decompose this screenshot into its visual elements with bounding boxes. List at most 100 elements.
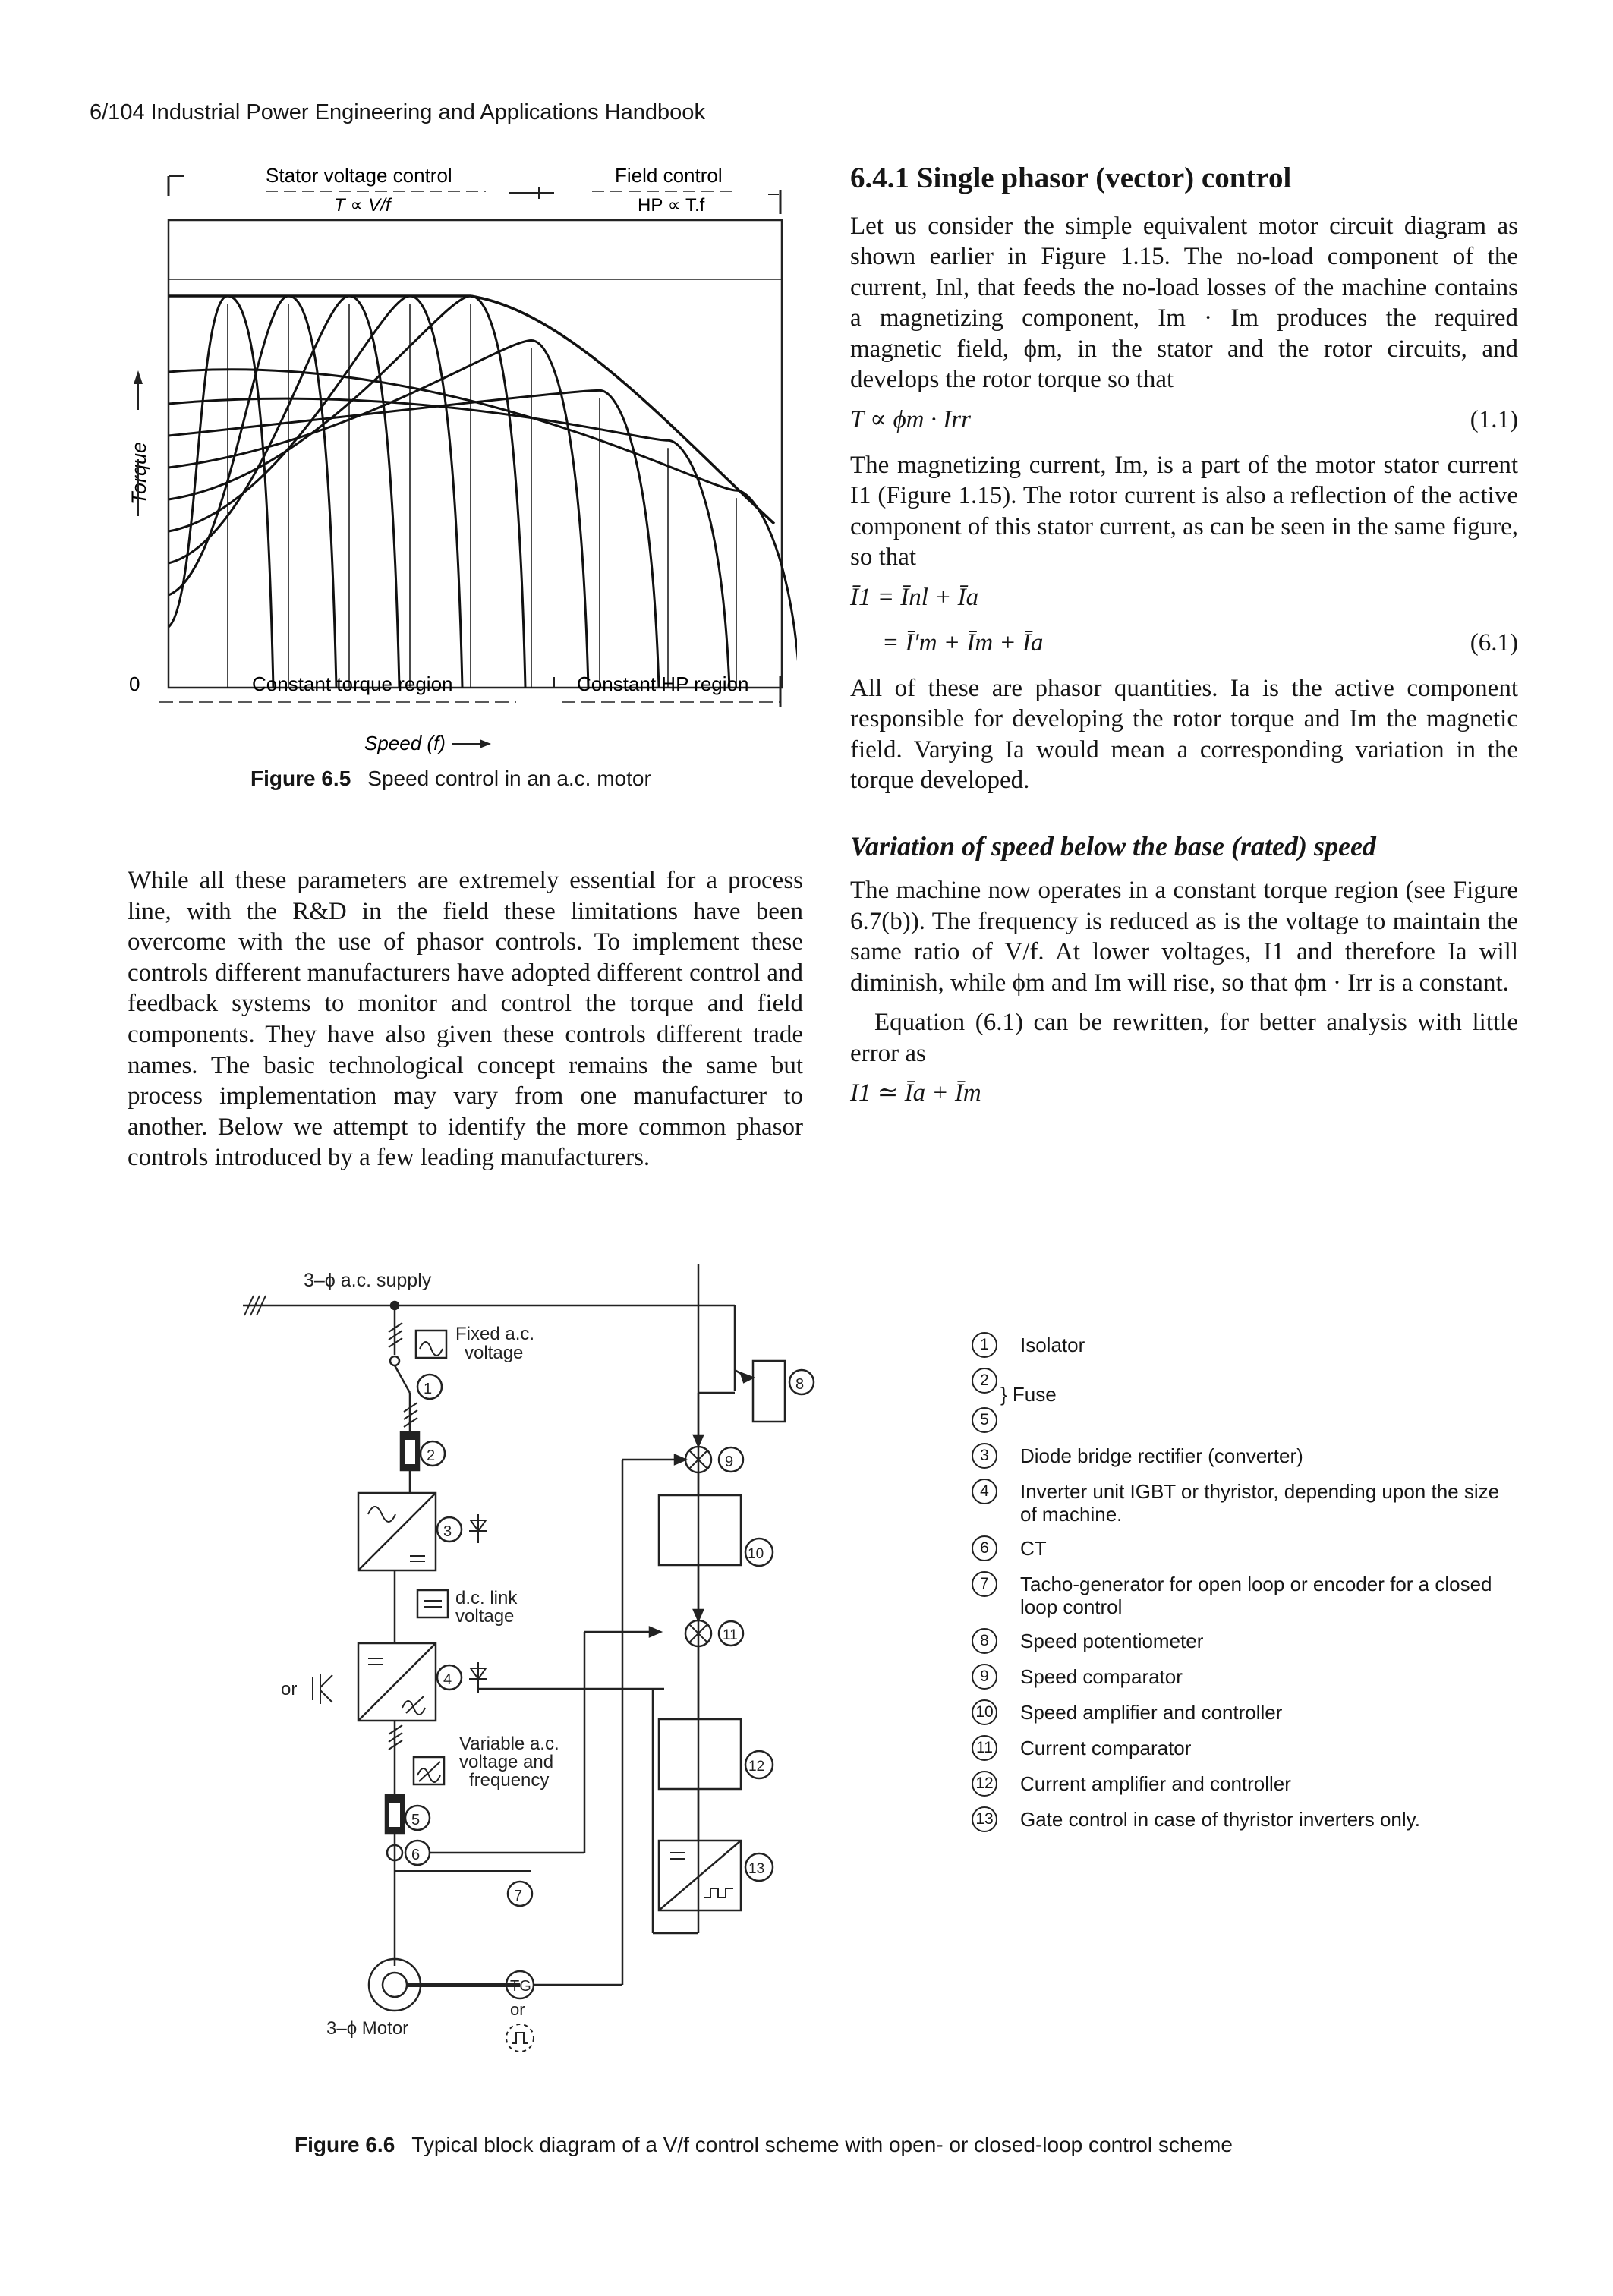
legend-text: Current comparator <box>1020 1737 1192 1759</box>
legend-item-5: 5 <box>972 1407 1518 1433</box>
legend-number: 7 <box>972 1571 997 1597</box>
fixed-ac-label: Fixed a.c. <box>455 1324 534 1344</box>
legend-number: 12 <box>972 1771 997 1797</box>
svg-text:8: 8 <box>795 1376 804 1393</box>
legend-number: 2 <box>972 1368 997 1394</box>
equation-6-1-b-body: = Ī′m + Īm + Īa <box>882 628 1044 657</box>
svg-text:4: 4 <box>443 1671 452 1688</box>
legend-text: Speed comparator <box>1020 1665 1183 1688</box>
legend-text: CT <box>1020 1537 1047 1560</box>
variable-ac-label: Variable a.c. <box>459 1734 559 1754</box>
field-control-formula: HP ∝ T.f <box>638 195 705 216</box>
legend-item-10: 10 Speed amplifier and controller <box>972 1699 1518 1725</box>
or-label: or <box>281 1679 297 1699</box>
figure-6-5-torque-speed-chart: Stator voltage control T ∝ V/f Field con… <box>128 164 797 754</box>
legend-item-7: 7 Tacho-generator for open loop or encode… <box>972 1571 1518 1618</box>
subsection-title: Variation of speed below the base (rated… <box>850 830 1376 861</box>
legend-item-12: 12 Current amplifier and controller <box>972 1771 1518 1797</box>
legend-number: 6 <box>972 1535 997 1561</box>
legend-item-2: 2} Fuse <box>972 1368 1518 1406</box>
running-head: 6/104 Industrial Power Engineering and A… <box>90 100 705 124</box>
torque-curve-6 <box>168 339 590 688</box>
equation-6-1-a-body: Ī1 = Īnl + Īa <box>850 583 979 611</box>
equation-3: I1 ≃ Īa + Īm <box>850 1078 1518 1113</box>
equation-1-1-body: T ∝ ϕm · Irr <box>850 405 971 433</box>
fixed-ac-label2: voltage <box>465 1343 523 1363</box>
variable-ac-label2: voltage and <box>459 1752 553 1772</box>
variable-ac-label3: frequency <box>469 1770 549 1791</box>
legend-text: Speed amplifier and controller <box>1020 1701 1283 1724</box>
legend-text: Speed potentiometer <box>1020 1630 1204 1652</box>
constant-hp-label: Constant HP region <box>577 672 748 695</box>
svg-text:9: 9 <box>725 1454 733 1470</box>
legend-text: Tacho-generator for open loop or encoder… <box>1020 1573 1492 1618</box>
left-column: While all these parameters are extremely… <box>128 865 803 1183</box>
field-control-label: Field control <box>615 164 723 187</box>
legend-number: 3 <box>972 1443 997 1469</box>
equation-3-body: I1 ≃ Īa + Īm <box>850 1079 981 1107</box>
legend-number: 9 <box>972 1664 997 1690</box>
legend-text: Current amplifier and controller <box>1020 1772 1291 1795</box>
svg-text:1: 1 <box>424 1381 432 1397</box>
equation-6-1-b: = Ī′m + Īm + Īa (6.1) <box>850 628 1518 663</box>
constant-torque-label: Constant torque region <box>252 672 453 695</box>
legend-item-13: 13 Gate control in case of thyristor inve… <box>972 1806 1518 1832</box>
stator-voltage-label: Stator voltage control <box>266 164 452 187</box>
x-axis-label: Speed (f) <box>364 732 446 754</box>
left-paragraph: While all these parameters are extremely… <box>128 867 803 1172</box>
paragraph-3: All of these are phasor quantities. Ia i… <box>850 674 1518 795</box>
svg-text:2: 2 <box>427 1447 435 1464</box>
equation-1-1: T ∝ ϕm · Irr (1.1) <box>850 405 1518 439</box>
right-column: 6.4.1 Single phasor (vector) control Let… <box>850 162 1518 1123</box>
torque-curve-7 <box>168 389 660 688</box>
svg-text:5: 5 <box>411 1812 420 1828</box>
legend-item-6: 6 CT <box>972 1535 1518 1561</box>
dc-link-label: d.c. link <box>455 1588 518 1608</box>
svg-text:12: 12 <box>748 1759 764 1775</box>
legend-number: 1 <box>972 1332 997 1358</box>
tg-or-label: or <box>510 2000 525 2019</box>
legend-number: 11 <box>972 1735 997 1761</box>
motor-label: 3–ϕ Motor <box>326 2018 408 2039</box>
torque-curve-8 <box>168 397 731 688</box>
svg-text:13: 13 <box>748 1861 764 1877</box>
figure-6-5-text: Speed control in an a.c. motor <box>367 767 651 790</box>
torque-curve-5 <box>168 294 527 688</box>
figure-6-5-caption: Figure 6.5 Speed control in an a.c. motor <box>250 767 651 791</box>
legend-number: 13 <box>972 1806 997 1832</box>
legend-number: 5 <box>972 1407 997 1433</box>
figure-6-6-number: Figure 6.6 <box>295 2133 395 2156</box>
legend-item-9: 9 Speed comparator <box>972 1664 1518 1690</box>
tg-label: TG <box>510 1978 531 1995</box>
equation-6-1-number: (6.1) <box>1470 628 1518 657</box>
legend-text: } Fuse <box>1000 1383 1057 1406</box>
svg-text:7: 7 <box>514 1888 522 1904</box>
legend-item-11: 11 Current comparator <box>972 1735 1518 1761</box>
origin-label: 0 <box>129 672 140 695</box>
equation-1-1-number: (1.1) <box>1470 405 1518 433</box>
legend-number: 4 <box>972 1479 997 1504</box>
legend-item-8: 8 Speed potentiometer <box>972 1628 1518 1654</box>
paragraph-2: The magnetizing current, Im, is a part o… <box>850 451 1518 572</box>
figure-6-5-number: Figure 6.5 <box>250 767 351 790</box>
paragraph-1: Let us consider the simple equivalent mo… <box>850 212 1518 394</box>
figure-6-6-block-diagram: 3–ϕ a.c. supply Fixed a.c. voltage 1 2 3… <box>243 1264 815 2052</box>
legend-text: Gate control in case of thyristor invert… <box>1020 1808 1420 1831</box>
svg-text:10: 10 <box>748 1546 764 1562</box>
dc-link-label2: voltage <box>455 1606 514 1627</box>
supply-label: 3–ϕ a.c. supply <box>304 1270 432 1291</box>
legend-number: 8 <box>972 1628 997 1654</box>
torque-curve-1 <box>167 294 275 688</box>
legend-number: 10 <box>972 1699 997 1725</box>
section-title: 6.4.1 Single phasor (vector) control <box>850 162 1292 194</box>
paragraph-4: The machine now operates in a constant t… <box>850 877 1518 997</box>
paragraph-5: Equation (6.1) can be rewritten, for bet… <box>850 1009 1518 1067</box>
svg-text:11: 11 <box>723 1627 738 1643</box>
stator-voltage-formula: T ∝ V/f <box>334 195 392 216</box>
torque-envelope <box>169 294 776 525</box>
torque-speed-curves <box>167 294 797 688</box>
